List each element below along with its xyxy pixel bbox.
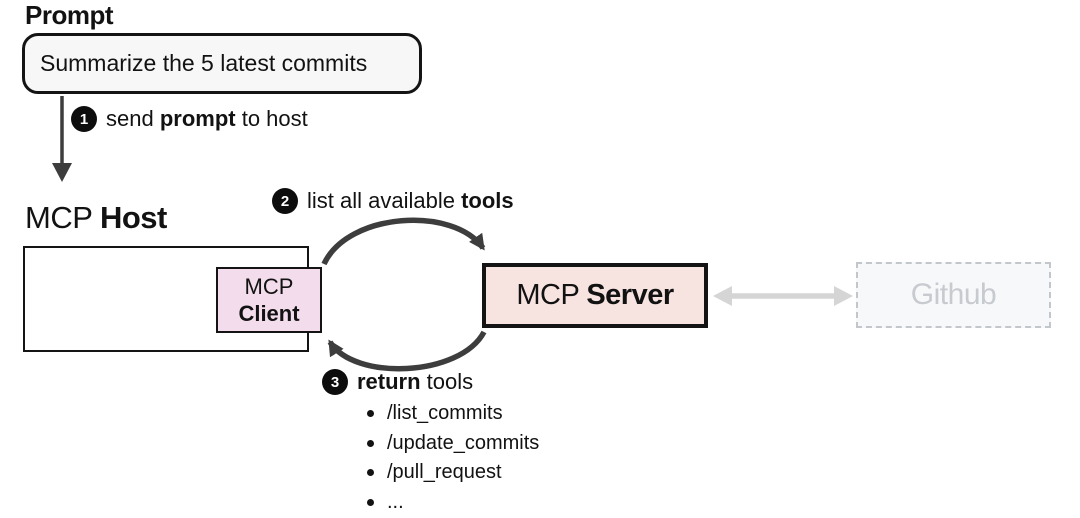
server-label: MCP Server	[516, 279, 674, 311]
step-1-badge: 1	[71, 106, 97, 132]
step-3-return-tools: 3 return tools	[322, 369, 473, 395]
github-box: Github	[856, 262, 1051, 328]
tool-item: /list_commits	[367, 399, 539, 429]
step-3-label: return tools	[357, 369, 474, 394]
bullet-dot-icon	[367, 410, 374, 418]
step-2-badge: 2	[272, 188, 298, 214]
step-3-badge: 3	[322, 369, 348, 395]
send-prompt-arrow	[52, 96, 72, 182]
github-label: Github	[910, 278, 997, 311]
client-label-line2: Client	[238, 301, 300, 326]
prompt-message: Summarize the 5 latest commits	[40, 50, 368, 76]
host-title: MCP Host	[25, 200, 167, 235]
mcp-server-box: MCP Server	[482, 263, 708, 328]
tools-list: /list_commits /update_commits /pull_requ…	[367, 399, 539, 517]
prompt-heading: Prompt	[25, 0, 114, 30]
bullet-dot-icon	[367, 469, 374, 477]
mcp-client-box: MCP Client	[216, 267, 322, 333]
tool-item: ...	[367, 488, 539, 518]
bullet-dot-icon	[367, 439, 374, 447]
prompt-box: Summarize the 5 latest commits	[22, 33, 422, 94]
step-2-label: list all available tools	[307, 188, 514, 213]
bullet-dot-icon	[367, 498, 374, 506]
server-github-arrow	[713, 286, 853, 306]
step-2-list-tools: 2 list all available tools	[272, 188, 514, 214]
step-1-send-prompt: 1 send prompt to host	[71, 106, 308, 132]
list-tools-arc-arrow	[321, 217, 486, 266]
step-1-label: send prompt to host	[106, 106, 308, 131]
client-label-line1: MCP	[244, 274, 294, 299]
tool-item: /update_commits	[367, 429, 539, 459]
tool-item: /pull_request	[367, 458, 539, 488]
return-tools-arc-arrow	[327, 330, 487, 372]
